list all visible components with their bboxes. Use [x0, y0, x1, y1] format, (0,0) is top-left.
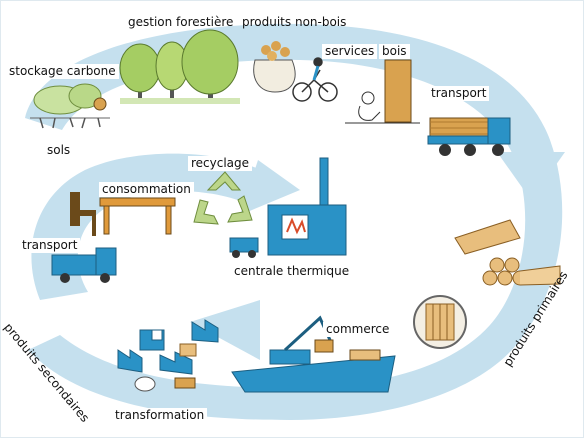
paper-roll-icon: [134, 376, 196, 392]
factories-icon: [117, 319, 219, 375]
label-commerce: commerce: [323, 322, 393, 337]
label-bois: bois: [379, 44, 410, 59]
bushes-icon: [30, 83, 110, 129]
label-produits-non-bois: produits non-bois: [242, 15, 347, 29]
woodcutter-icon: [345, 59, 420, 124]
outer-cycle-band: [25, 23, 563, 420]
label-transformation: transformation: [112, 408, 208, 423]
label-stockage-carbone: stockage carbone: [6, 64, 119, 79]
trees-icon: [119, 29, 240, 104]
recycling-icon: [193, 171, 253, 225]
label-services: services: [322, 44, 378, 59]
label-transport-left: transport: [19, 238, 81, 253]
cycle-arrow-right: [497, 152, 565, 200]
inner-cycle-arrow: [240, 160, 300, 215]
label-gestion-forestiere: gestion forestière: [128, 15, 234, 29]
cycle-arrow-bottom: [190, 300, 260, 360]
furniture-icon: [70, 192, 176, 236]
delivery-truck-icon: [51, 247, 117, 283]
timber-truck-icon: [427, 117, 511, 156]
sack-icon: [253, 41, 296, 93]
log-piles-icon: [454, 219, 561, 286]
label-transport-top: transport: [428, 86, 490, 101]
label-centrale-thermique: centrale thermique: [231, 264, 353, 279]
label-consommation: consommation: [99, 182, 194, 197]
lumber-circle-icon: [413, 295, 467, 349]
cyclist-icon: [292, 57, 338, 102]
label-recyclage: recyclage: [188, 156, 253, 171]
power-plant-icon: [229, 157, 347, 258]
label-sols: sols: [44, 143, 74, 158]
